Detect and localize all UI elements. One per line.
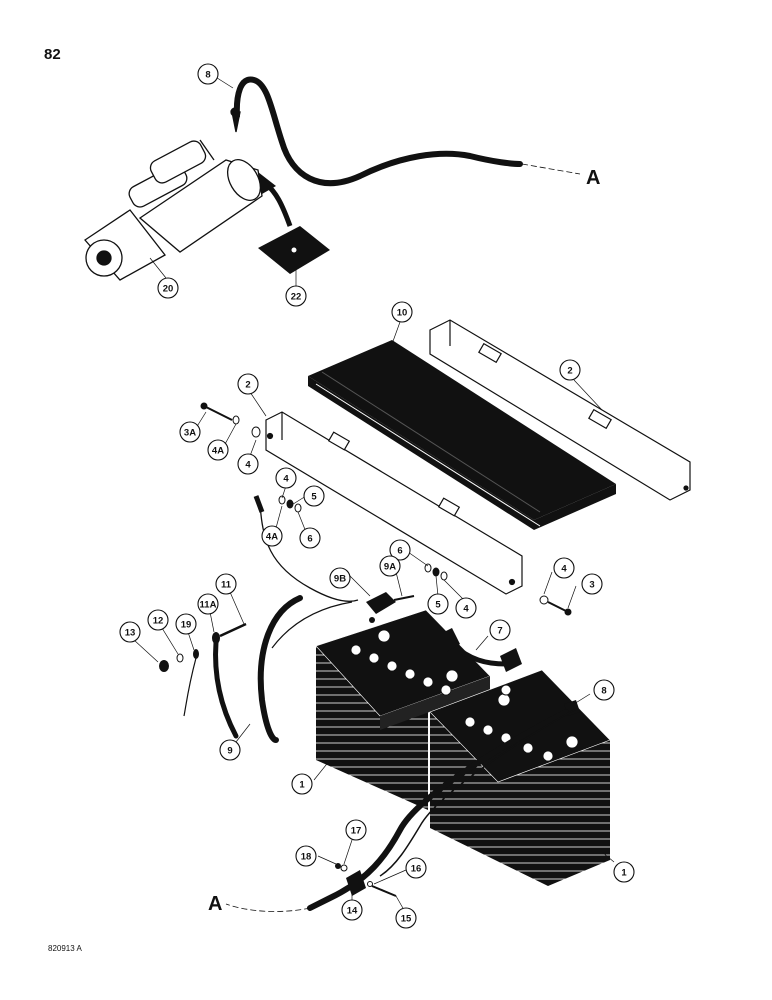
callout-starter-pad: 22 xyxy=(285,285,307,307)
svg-text:9: 9 xyxy=(227,746,232,757)
callout-bolt-right: 3 xyxy=(581,573,603,595)
hold-down-cover xyxy=(308,340,616,530)
svg-text:3: 3 xyxy=(589,580,594,591)
callout-battery-cable-right: 8 xyxy=(593,679,615,701)
callout-washer-left: 4 xyxy=(237,453,259,475)
callout-jumper-cable: 7 xyxy=(489,619,511,641)
callout-clip-nut: 18 xyxy=(295,845,317,867)
ground-cable xyxy=(253,495,359,743)
svg-text:22: 22 xyxy=(291,292,302,303)
starter-cable xyxy=(233,76,581,187)
callout-lockwasher-right: 5 xyxy=(427,593,449,615)
callout-washer-mid: 4 xyxy=(275,467,297,489)
callout-clamp-nut: 9B xyxy=(329,567,351,589)
battery-right-posts xyxy=(464,693,579,762)
svg-text:18: 18 xyxy=(301,852,312,863)
callout-battery-left: 1 xyxy=(291,773,313,795)
callout-ground-terminal: 11A xyxy=(197,593,219,615)
callout-bracket-rear: 2 xyxy=(559,359,581,381)
starter-pad xyxy=(258,226,330,274)
svg-text:12: 12 xyxy=(153,616,164,627)
leader-lines xyxy=(133,75,615,911)
callout-starter-cable: 8 xyxy=(197,63,219,85)
callout-nut-right: 6 xyxy=(389,539,411,561)
fasteners-left xyxy=(200,402,302,513)
callout-hold-down-cover: 10 xyxy=(391,301,413,323)
callout-clip-bolt: 15 xyxy=(395,907,417,929)
svg-text:8: 8 xyxy=(205,70,210,81)
svg-text:9B: 9B xyxy=(334,574,346,585)
callout-bolt-left: 3A xyxy=(179,421,201,443)
callout-battery-right: 1 xyxy=(613,861,635,883)
svg-text:2: 2 xyxy=(245,380,250,391)
callout-washer-left-a: 4A xyxy=(207,439,229,461)
mounting-arrow xyxy=(258,172,293,227)
callout-cable-clip: 14 xyxy=(341,899,363,921)
svg-text:16: 16 xyxy=(411,864,422,875)
svg-text:4: 4 xyxy=(561,564,567,575)
battery-cable-right xyxy=(225,700,580,912)
svg-text:9A: 9A xyxy=(384,562,396,573)
svg-text:10: 10 xyxy=(397,308,408,319)
svg-text:1: 1 xyxy=(621,868,627,879)
callout-clip-washer: 16 xyxy=(405,857,427,879)
callout-ground-nut: 13 xyxy=(119,621,141,643)
svg-text:11: 11 xyxy=(221,580,232,591)
callout-starter-motor: 20 xyxy=(157,277,179,299)
svg-text:4: 4 xyxy=(283,474,289,485)
bracket-front xyxy=(265,411,523,595)
callout-bracket-front: 2 xyxy=(237,373,259,395)
svg-text:14: 14 xyxy=(347,906,358,917)
svg-text:8: 8 xyxy=(601,686,606,697)
battery-left-posts xyxy=(350,629,459,696)
svg-text:5: 5 xyxy=(435,600,441,611)
svg-text:2: 2 xyxy=(567,366,572,377)
jumper-cable xyxy=(436,628,522,696)
svg-text:4: 4 xyxy=(245,460,251,471)
svg-text:20: 20 xyxy=(163,284,174,295)
svg-text:11A: 11A xyxy=(200,600,217,611)
svg-text:4A: 4A xyxy=(266,532,278,543)
svg-text:13: 13 xyxy=(125,628,136,639)
svg-text:1: 1 xyxy=(299,780,305,791)
svg-text:19: 19 xyxy=(181,620,192,631)
svg-text:6: 6 xyxy=(307,534,312,545)
starter-motor xyxy=(84,107,263,281)
svg-text:3A: 3A xyxy=(184,428,196,439)
bracket-rear xyxy=(429,319,691,501)
cable-clip xyxy=(335,863,397,897)
svg-text:5: 5 xyxy=(311,492,317,503)
figure-code: 820913 A xyxy=(48,944,82,953)
callout-nut-mid: 6 xyxy=(299,527,321,549)
svg-text:17: 17 xyxy=(351,826,362,837)
svg-text:4A: 4A xyxy=(212,446,224,457)
svg-text:15: 15 xyxy=(401,914,412,925)
svg-text:7: 7 xyxy=(497,626,502,637)
callout-washer-mid-a: 4A xyxy=(261,525,283,547)
callout-clip-lockwasher: 17 xyxy=(345,819,367,841)
page-number: 82 xyxy=(44,46,61,63)
svg-text:4: 4 xyxy=(463,604,469,615)
callout-ground-washer: 12 xyxy=(147,609,169,631)
reference-letter-top: A xyxy=(586,167,600,189)
reference-letter-bottom: A xyxy=(208,893,222,915)
battery-clamp-9b xyxy=(366,592,415,623)
callout-clamp-bolt: 9A xyxy=(379,555,401,577)
fasteners-right xyxy=(424,563,572,616)
ground-strap xyxy=(159,622,247,739)
callout-washer-right-a: 4 xyxy=(455,597,477,619)
callout-ground-bolt: 11 xyxy=(215,573,237,595)
svg-text:6: 6 xyxy=(397,546,402,557)
callout-washer-right-b: 4 xyxy=(553,557,575,579)
callout-ground-cable: 9 xyxy=(219,739,241,761)
callout-lockwasher-mid: 5 xyxy=(303,485,325,507)
callout-ground-lead: 19 xyxy=(175,613,197,635)
